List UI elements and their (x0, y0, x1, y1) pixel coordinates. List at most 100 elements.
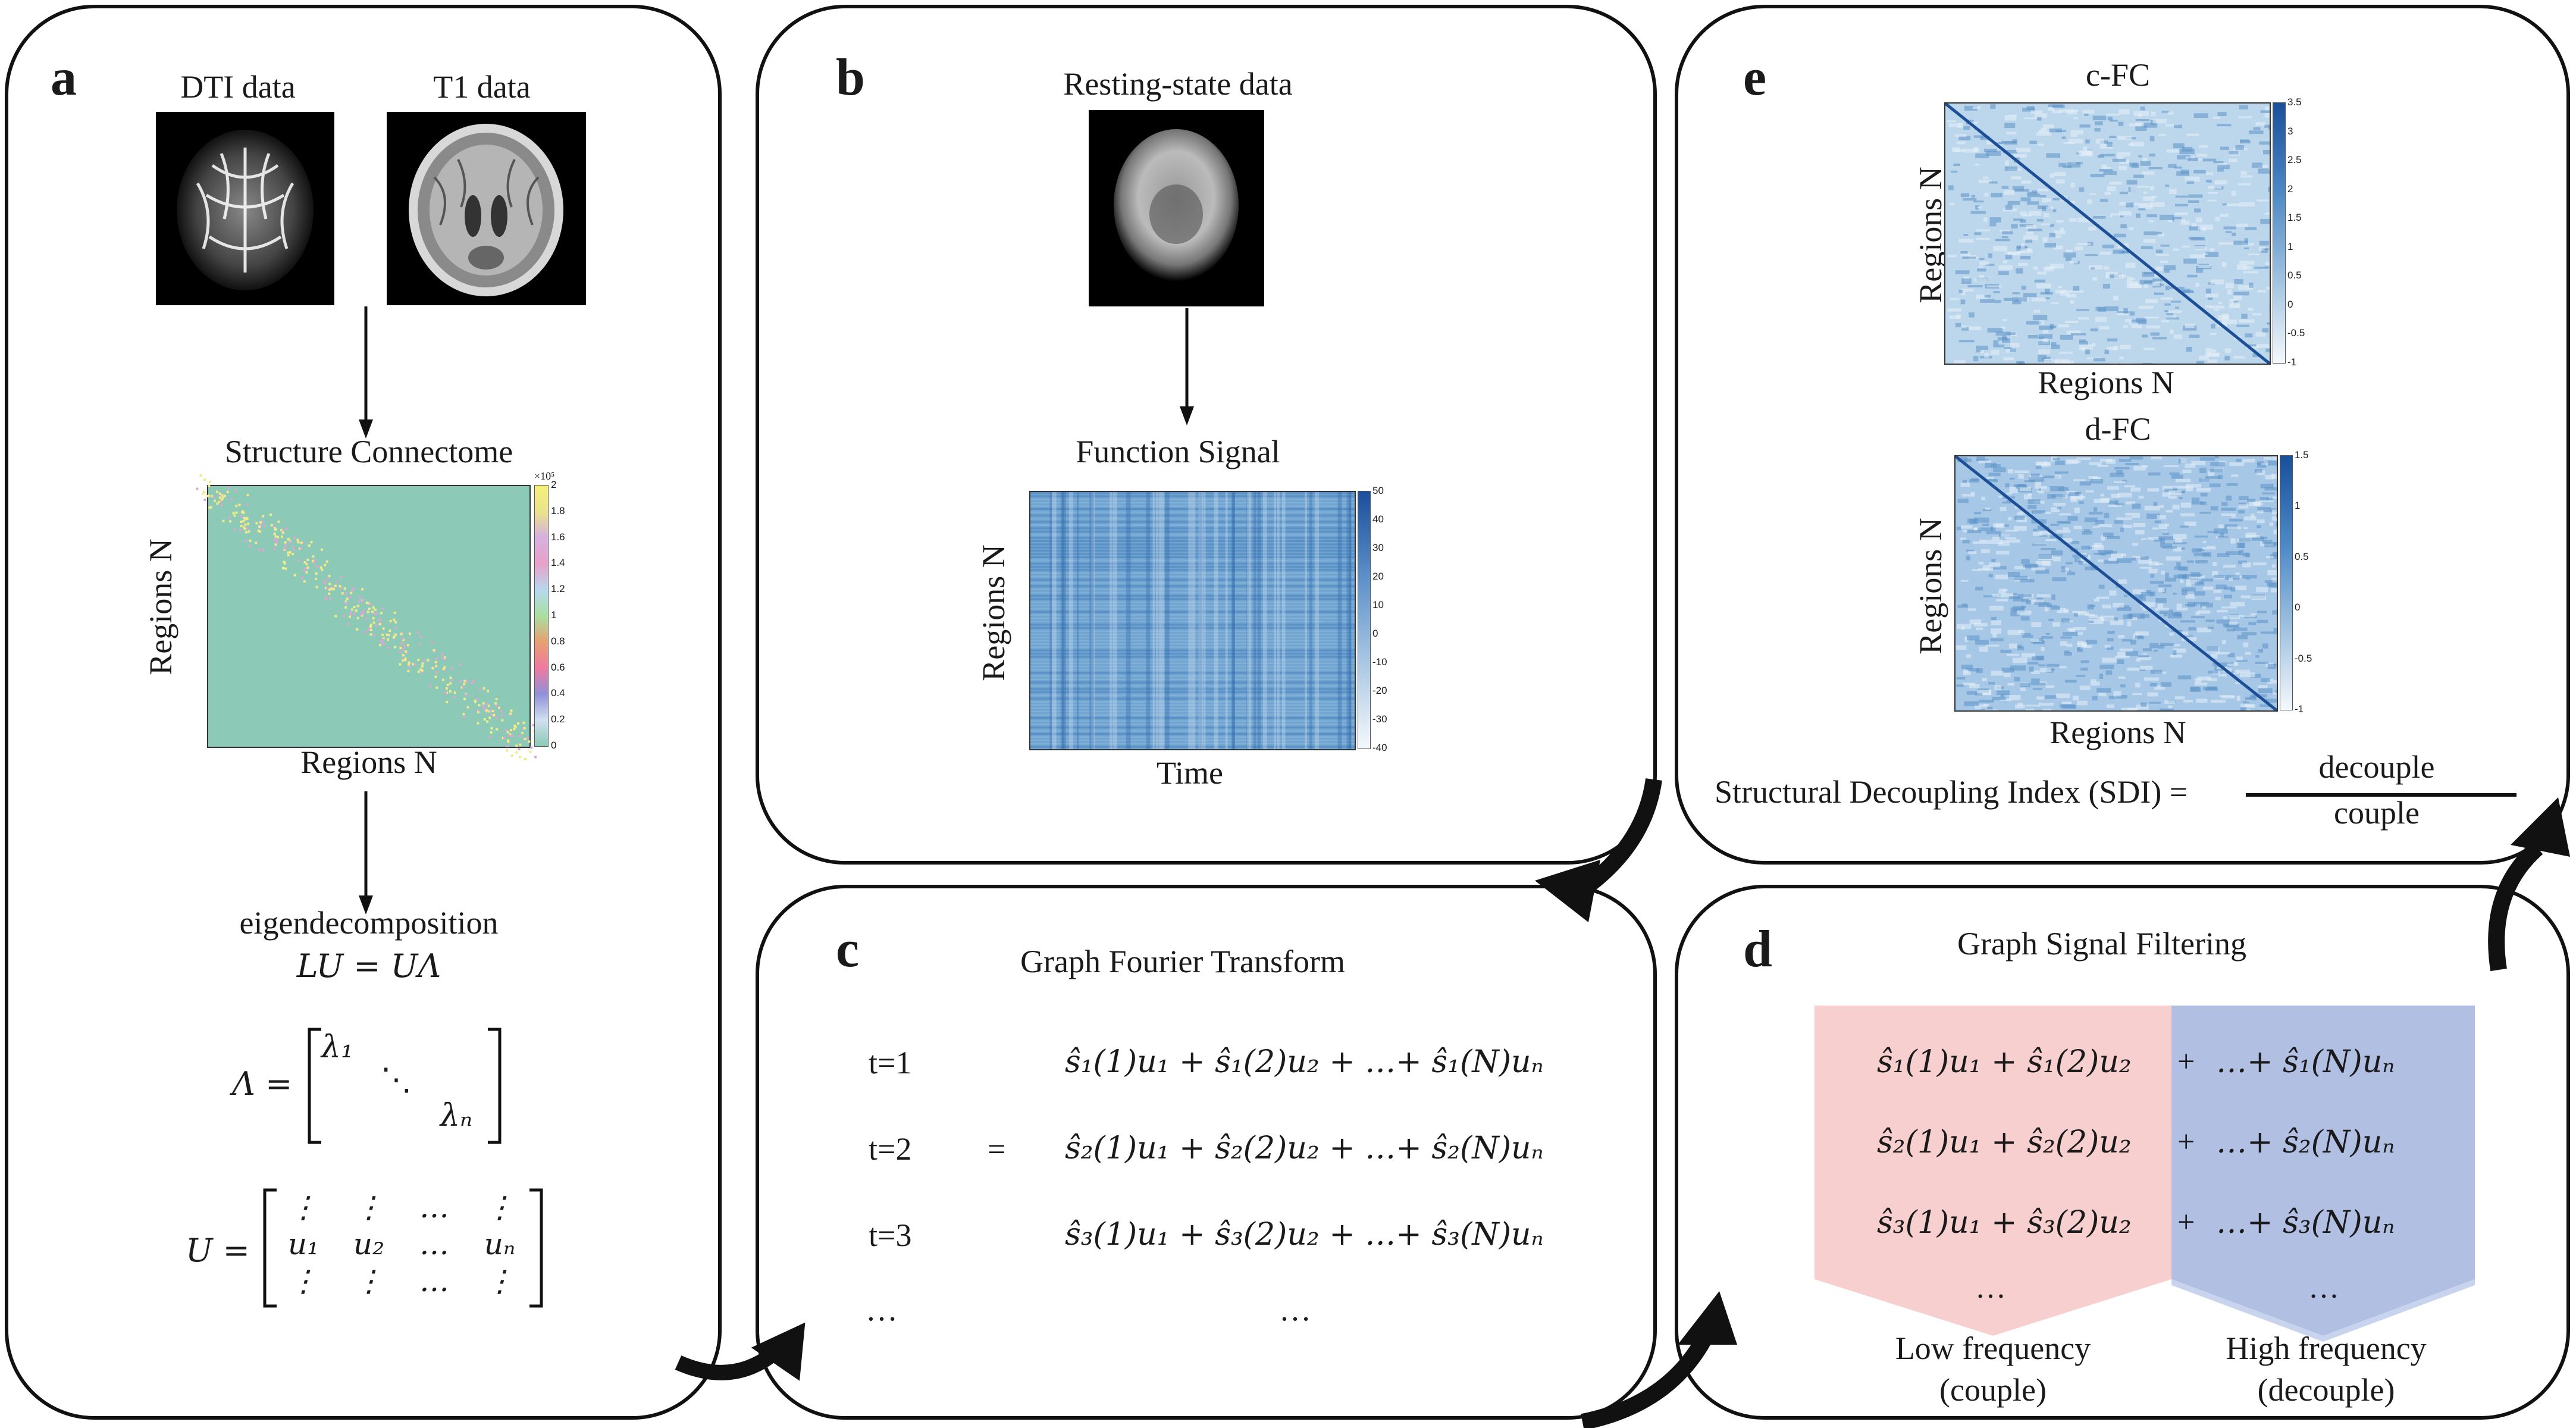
gsf-low-2: ŝ₂(1)u₁ + ŝ₂(2)u₂ (1877, 1125, 2132, 1160)
colorbar-tick-label: 1 (551, 609, 557, 621)
t1-brain-image (387, 112, 586, 305)
u-matrix-cell: ⋮ (354, 1190, 384, 1225)
sc-matrix (196, 474, 545, 760)
gsf-title: Graph Signal Filtering (1957, 926, 2246, 962)
colorbar-tick-label: 0.5 (2295, 550, 2309, 562)
curved-arrow-d-to-e (2488, 797, 2570, 972)
u-matrix-cell: ⋮ (354, 1264, 384, 1298)
gft-title: Graph Fourier Transform (1020, 944, 1345, 979)
colorbar-tick-label: 2 (551, 479, 557, 490)
colorbar-tick-label: 10 (1372, 599, 1384, 610)
arrow-b1 (1180, 308, 1194, 425)
sdi-denominator: couple (2334, 795, 2420, 831)
colorbar-tick-label: 0.5 (2287, 270, 2302, 281)
colorbar-tick-label: 1.2 (551, 583, 565, 595)
colorbar-tick-label: 0 (2295, 602, 2301, 613)
sc-colorbar (534, 485, 549, 747)
colorbar-tick-label: 0 (2287, 298, 2293, 310)
colorbar-tick-label: 1.5 (2287, 212, 2302, 224)
fs-colorbar (1358, 491, 1371, 749)
colorbar-tick-label: -0.5 (2295, 652, 2312, 664)
dfc-matrix (1954, 455, 2278, 712)
high-frequency-sub: (decouple) (2257, 1372, 2395, 1408)
panel-d-label: d (1743, 920, 1772, 978)
colorbar-tick-label: -10 (1372, 656, 1387, 668)
dfc-title: d-FC (2085, 411, 2151, 447)
gsf-dots-high: … (2308, 1271, 2339, 1305)
dfc-colorbar-ticks: 1.5 1 0.5 0 -0.5 -1 (2295, 449, 2330, 715)
gsf-low-3: ŝ₃(1)u₁ + ŝ₃(2)u₂ (1877, 1205, 2132, 1241)
sc-title: Structure Connectome (224, 434, 513, 469)
gsf-plus-2: + (2177, 1125, 2195, 1159)
u-matrix-cell: ⋮ (289, 1190, 318, 1225)
colorbar-tick-label: 0.4 (551, 687, 565, 699)
lambda-1: λ₁ (321, 1029, 353, 1065)
panel-c-label: c (836, 920, 860, 978)
sc-xlabel: Regions N (300, 744, 437, 780)
eig-equation: LU = UΛ (296, 947, 441, 985)
u-matrix-cell: ⋮ (485, 1190, 515, 1225)
colorbar-tick-label: -1 (2287, 356, 2297, 368)
gft-dots-right: … (1279, 1292, 1311, 1327)
lambda-lhs: Λ = (232, 1065, 293, 1103)
dfc-xlabel: Regions N (2049, 715, 2186, 750)
gft-eq3: ŝ₃(1)u₁ + ŝ₃(2)u₂ + …+ ŝ₃(N)uₙ (1065, 1217, 1544, 1252)
gsf-dots-low: … (1975, 1271, 2006, 1305)
gft-t3: t=3 (869, 1217, 912, 1253)
colorbar-tick-label: -20 (1372, 685, 1387, 696)
curved-arrow-b-to-c (1535, 778, 1662, 922)
eig-title: eigendecomposition (239, 905, 499, 941)
frequency-bands (1815, 1006, 2475, 1342)
cfc-colorbar (2273, 102, 2286, 364)
colorbar-tick-label: 1.5 (2295, 449, 2309, 461)
function-signal-title: Function Signal (1076, 434, 1280, 469)
colorbar-tick-label: 40 (1372, 513, 1384, 525)
gft-dots-left: … (866, 1292, 898, 1327)
resting-state-title: Resting-state data (1063, 66, 1293, 102)
u-matrix-cell: … (419, 1264, 449, 1298)
cfc-ylabel: Regions N (1913, 167, 1948, 303)
gsf-low-1: ŝ₁(1)u₁ + ŝ₁(2)u₂ (1877, 1044, 2132, 1080)
panel-e-label: e (1743, 49, 1767, 107)
colorbar-tick-label: 0 (1372, 628, 1378, 639)
colorbar-tick-label: -1 (2295, 703, 2304, 715)
dti-title: DTI data (180, 69, 296, 105)
gft-eq1: ŝ₁(1)u₁ + ŝ₁(2)u₂ + …+ ŝ₁(N)uₙ (1065, 1044, 1544, 1080)
high-frequency-label: High frequency (2226, 1330, 2427, 1366)
gsf-high-2: …+ ŝ₂(N)uₙ (2216, 1125, 2395, 1160)
gsf-high-3: …+ ŝ₃(N)uₙ (2216, 1205, 2395, 1241)
gft-t2: t=2 (869, 1131, 912, 1167)
panel-a-label: a (51, 49, 77, 107)
colorbar-tick-label: 0.8 (551, 635, 565, 647)
u-matrix-cell: … (419, 1190, 449, 1225)
fs-xlabel: Time (1156, 755, 1224, 791)
gsf-plus-3: + (2177, 1205, 2195, 1239)
gft-equals: = (988, 1131, 1006, 1167)
lambda-ddots: ⋱ (381, 1063, 412, 1097)
colorbar-tick-label: 0.6 (551, 661, 565, 673)
u-matrix-cell: u₂ (353, 1227, 385, 1261)
curved-arrow-a-to-c (675, 1322, 806, 1381)
colorbar-tick-label: 1 (2295, 500, 2301, 512)
arrow-a2 (359, 791, 373, 915)
colorbar-tick-label: 1.8 (551, 505, 565, 516)
low-frequency-sub: (couple) (1939, 1372, 2047, 1408)
gsf-high-1: …+ ŝ₁(N)uₙ (2216, 1044, 2395, 1080)
low-frequency-label: Low frequency (1895, 1330, 2091, 1366)
u-matrix-cell: u₁ (287, 1227, 319, 1261)
colorbar-tick-label: 0.2 (551, 713, 565, 725)
colorbar-tick-label: 3 (2287, 125, 2293, 137)
t1-title: T1 data (433, 69, 531, 105)
colorbar-tick-label: -30 (1372, 713, 1387, 725)
colorbar-tick-label: 30 (1372, 542, 1384, 553)
cfc-title: c-FC (2086, 57, 2150, 93)
colorbar-tick-label: 2 (2287, 183, 2293, 195)
curved-arrow-c-to-d (1581, 1291, 1737, 1428)
function-signal-matrix (1029, 491, 1356, 750)
u-matrix-cell: ⋮ (485, 1264, 515, 1298)
cfc-xlabel: Regions N (2038, 365, 2174, 400)
sc-colorbar-exp: ×10⁵ (534, 470, 555, 482)
